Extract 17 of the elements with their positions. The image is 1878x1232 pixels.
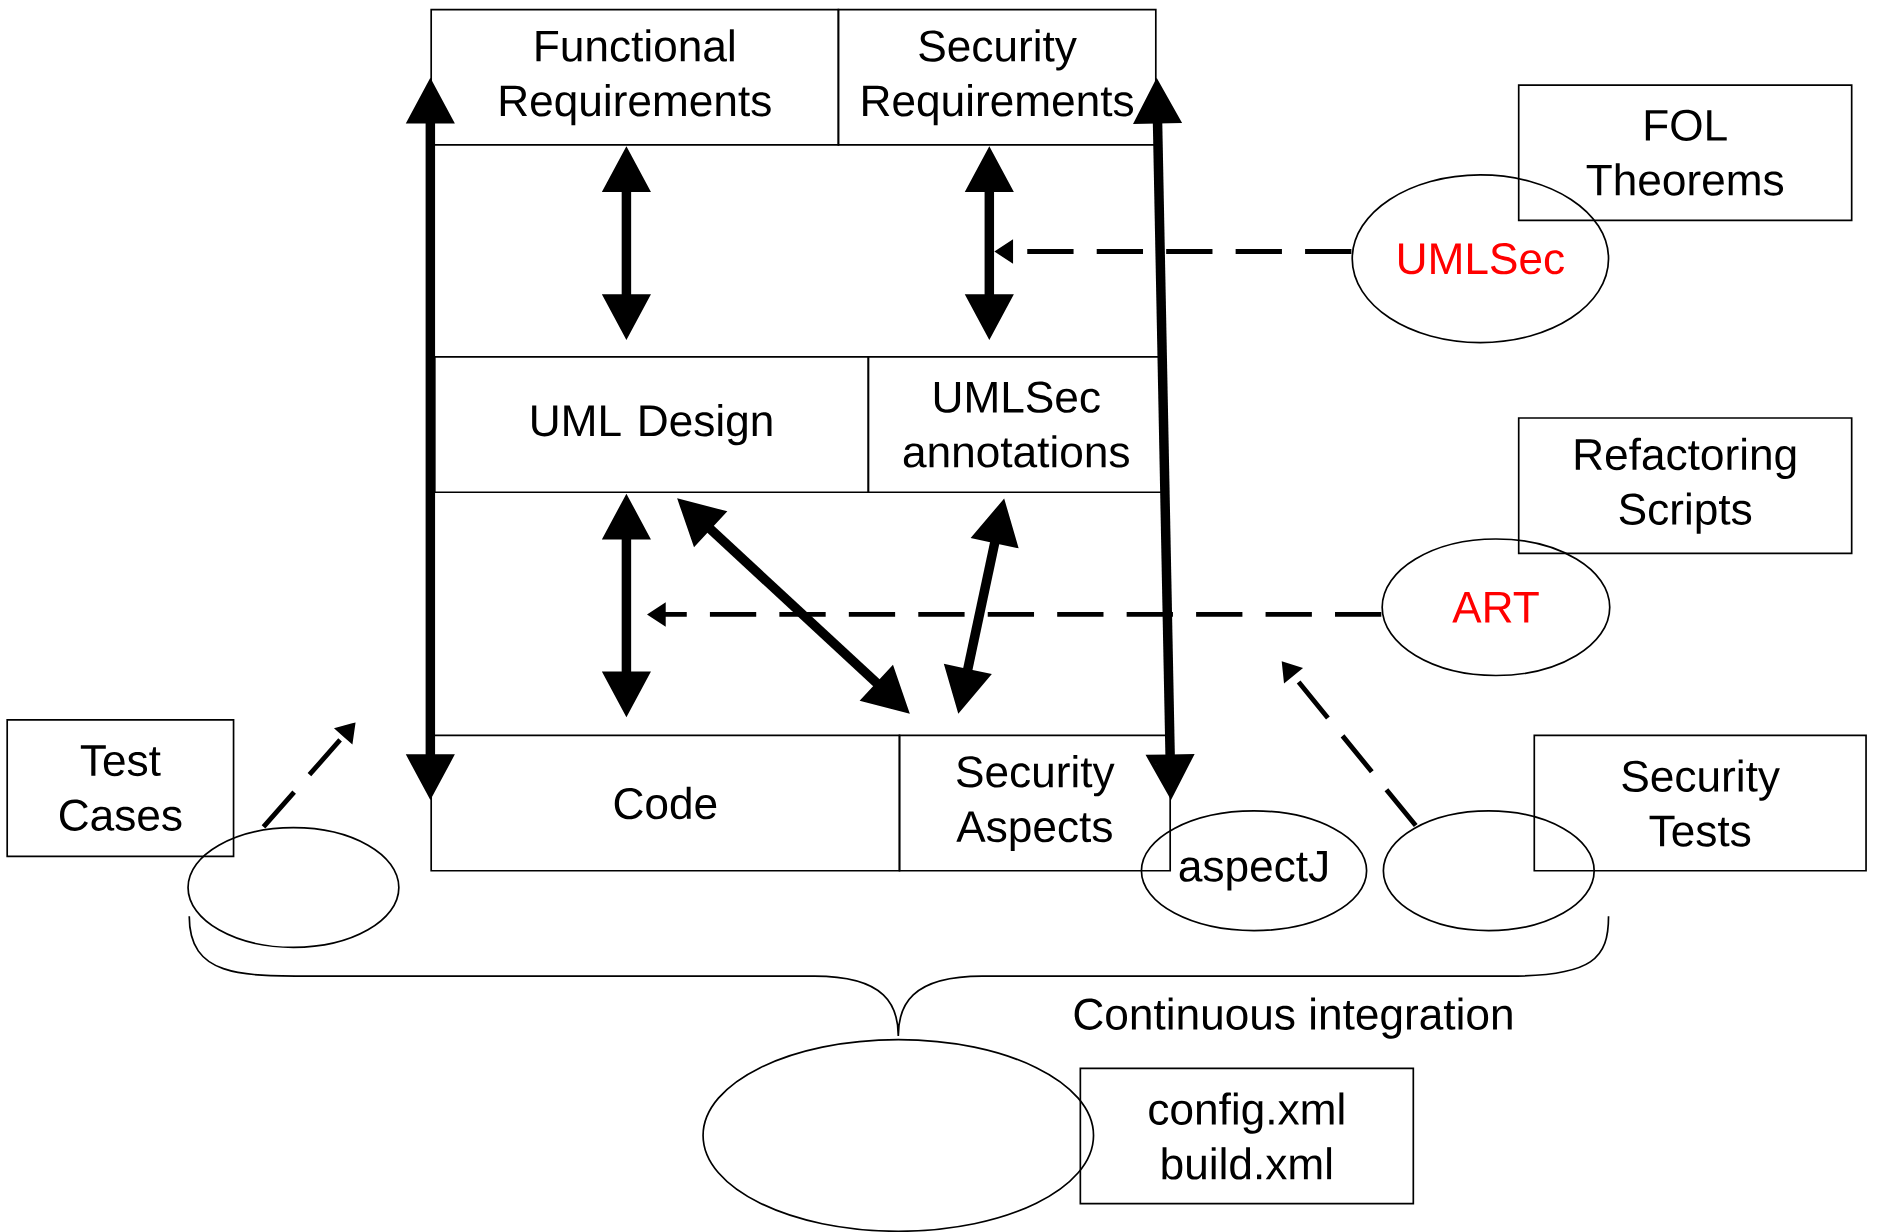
ellipse-node: ART [1381, 537, 1611, 677]
ellipse-node [187, 826, 400, 948]
process-box: FOL Theorems [1517, 83, 1853, 221]
process-box: Security Aspects [898, 734, 1171, 872]
process-box: Test Cases [6, 718, 235, 857]
process-box: Refactoring Scripts [1517, 416, 1853, 554]
ellipse-node: aspectJ [1140, 809, 1368, 932]
ellipse-node [1382, 809, 1595, 932]
process-box: config.xml build.xml [1079, 1067, 1415, 1205]
brace-label: Continuous integration [1074, 997, 1512, 1039]
process-box: UML Design [433, 355, 870, 493]
process-box: Functional Requirements [430, 8, 840, 146]
ellipse-node [702, 1038, 1095, 1232]
process-box: Code [430, 734, 901, 872]
process-box: UMLSec annotations [867, 355, 1166, 493]
process-box: Security Tests [1533, 734, 1867, 872]
process-box: Security Requirements [837, 8, 1157, 146]
